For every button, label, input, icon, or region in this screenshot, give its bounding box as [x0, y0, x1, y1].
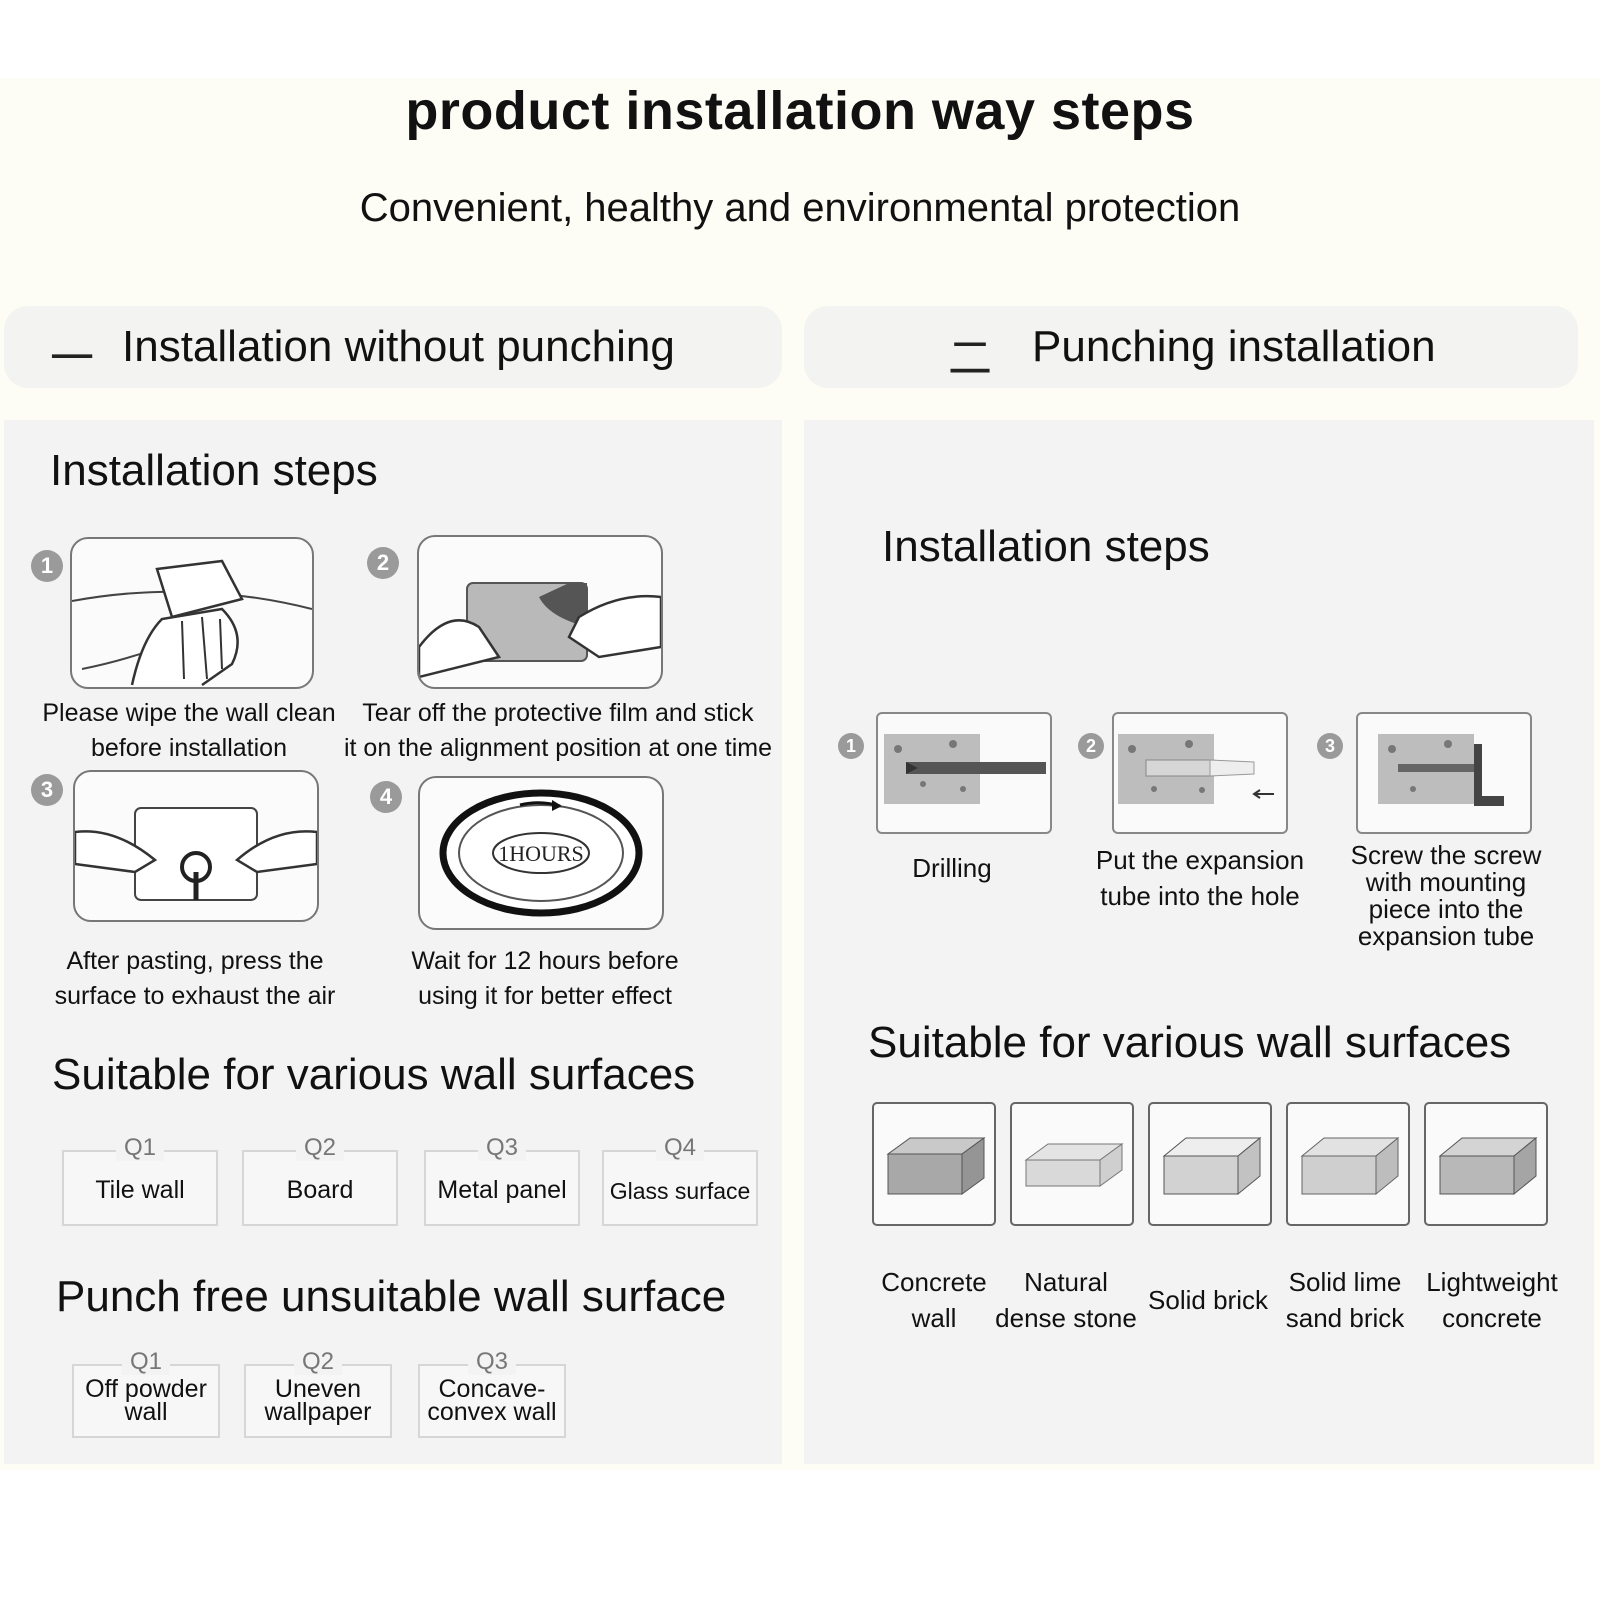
step-1-illustration [70, 537, 314, 689]
right-suitable-heading: Suitable for various wall surfaces [868, 1018, 1512, 1067]
drill-step-number-2: 2 [1078, 733, 1104, 759]
suitable-tag-glass-surface: Q4 Glass surface [602, 1134, 758, 1226]
step-number-4: 4 [370, 781, 402, 813]
screw-caption: Screw the screw with mounting piece into… [1350, 840, 1542, 951]
lightweight-block-icon [1438, 1136, 1538, 1196]
step-1-caption: Please wipe the wall clean before instal… [42, 699, 336, 762]
unsuitable-tag-concave-convex-wall: Q3 Concave- convex wall [418, 1348, 566, 1438]
unsuitable-tag-off-powder-wall: Q1 Off powder wall [72, 1348, 220, 1438]
step-2-illustration [417, 535, 663, 689]
concrete-wall-caption: Concrete wall [881, 1267, 987, 1333]
clock-icon: 1HOURS [439, 789, 643, 917]
step-4-caption: Wait for 12 hours before using it for be… [411, 947, 679, 1010]
wipe-hand-icon [72, 559, 312, 687]
expansion-tube-icon [1118, 734, 1274, 804]
unsuitable-tag-uneven-wallpaper: Q2 Uneven wallpaper [244, 1348, 392, 1438]
expansion-tube-illustration [1112, 712, 1288, 834]
peel-film-icon [419, 582, 661, 679]
concrete-block-icon [886, 1137, 986, 1195]
screw-icon [1378, 734, 1504, 806]
section-header-punching [804, 306, 1578, 388]
press-surface-icon [75, 807, 317, 901]
drill-step-number-3: 3 [1317, 733, 1343, 759]
expansion-tube-caption: Put the expansion tube into the hole [1095, 845, 1305, 911]
section-mark-two: 二 [948, 334, 992, 383]
step-number-3: 3 [31, 774, 63, 806]
solid-lime-sand-brick-tile [1286, 1102, 1410, 1226]
suitable-tag-metal-panel: Q3 Metal panel [424, 1134, 580, 1226]
lightweight-concrete-caption: Lightweight concrete [1426, 1267, 1558, 1333]
left-suitable-heading: Suitable for various wall surfaces [52, 1050, 696, 1099]
drilling-caption: Drilling [912, 853, 992, 883]
section-title-without-punching: Installation without punching [122, 322, 675, 371]
section-mark-one: 一 [50, 334, 94, 383]
screw-illustration [1356, 712, 1532, 834]
right-panel [804, 420, 1594, 1464]
step-4-illustration: 1HOURS [418, 776, 664, 930]
right-steps-heading: Installation steps [882, 522, 1210, 571]
lime-sand-brick-caption: Solid lime sand brick [1285, 1267, 1405, 1333]
solid-brick-caption: Solid brick [1148, 1285, 1268, 1315]
natural-stone-caption: Natural dense stone [995, 1267, 1137, 1333]
section-header-without-punching [4, 306, 782, 388]
suitable-tag-board: Q2 Board [242, 1134, 398, 1226]
lightweight-concrete-tile [1424, 1102, 1548, 1226]
clock-label: 1HOURS [498, 841, 584, 866]
page-subtitle: Convenient, healthy and environmental pr… [359, 186, 1241, 230]
concrete-wall-tile [872, 1102, 996, 1226]
section-title-punching: Punching installation [1032, 322, 1436, 371]
unsuitable-heading: Punch free unsuitable wall surface [56, 1272, 727, 1321]
step-number-1: 1 [31, 550, 63, 582]
step-number-2: 2 [367, 547, 399, 579]
suitable-tag-tile-wall: Q1 Tile wall [62, 1134, 218, 1226]
step-3-illustration [73, 770, 319, 922]
drill-icon [884, 734, 1046, 804]
natural-dense-stone-tile [1010, 1102, 1134, 1226]
lime-sand-brick-icon [1300, 1136, 1400, 1196]
drill-step-number-1: 1 [838, 733, 864, 759]
drilling-illustration [876, 712, 1052, 834]
step-3-caption: After pasting, press the surface to exha… [54, 947, 336, 1010]
solid-brick-tile [1148, 1102, 1272, 1226]
brick-icon [1162, 1136, 1262, 1196]
page-title: product installation way steps [405, 81, 1195, 141]
stone-block-icon [1024, 1143, 1124, 1187]
step-2-caption: Tear off the protective film and stick i… [343, 699, 773, 762]
left-steps-heading: Installation steps [50, 446, 378, 495]
